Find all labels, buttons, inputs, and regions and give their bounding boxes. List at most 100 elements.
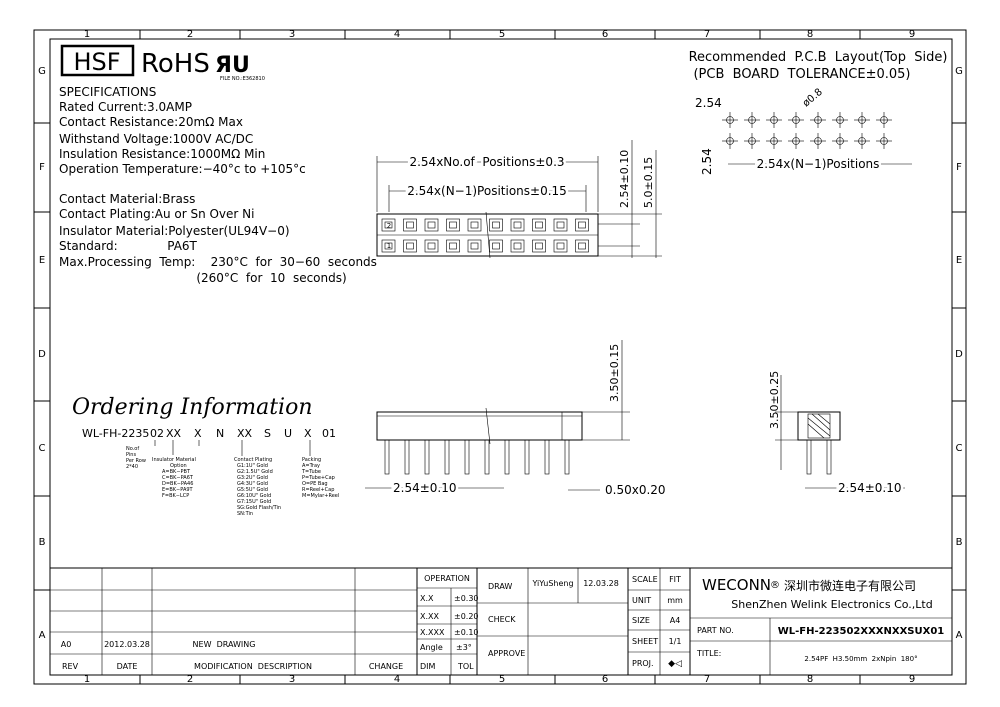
contact-cell-inner xyxy=(384,242,393,250)
contact-cell xyxy=(575,218,589,232)
contact-cell xyxy=(553,218,568,232)
col-label: 6 xyxy=(602,29,608,40)
col-label: 1 xyxy=(84,674,90,685)
svg-text:G6:10U" Gold: G6:10U" Gold xyxy=(237,493,271,499)
contact-cell-inner xyxy=(556,242,565,250)
svg-text:C=BK−PA6T: C=BK−PA6T xyxy=(162,475,194,481)
contact-cell xyxy=(424,218,439,232)
outer-border xyxy=(33,29,967,685)
front-pin xyxy=(464,439,470,475)
column-zones: 1 2 3 4 5 6 7 8 9 1 2 3 4 5 6 7 8 9 xyxy=(84,29,915,685)
contact-cell xyxy=(532,218,546,232)
tol-dim: Angle xyxy=(420,643,443,652)
row-zones: G F E D C B A G F E D C B A xyxy=(34,66,966,641)
hsf-logo: HSF xyxy=(73,48,120,76)
row-label: E xyxy=(39,255,45,266)
spec-line: Standard: PA6T xyxy=(59,239,198,253)
contact-cell-inner xyxy=(492,242,500,250)
company-logo: WECONN xyxy=(702,576,771,594)
contact-cell xyxy=(446,218,460,232)
svg-text:O=PE Bag: O=PE Bag xyxy=(302,481,328,487)
scale-label: SCALE xyxy=(632,575,658,584)
svg-text:Packing: Packing xyxy=(302,457,321,463)
svg-text:G5:5U" Gold: G5:5U" Gold xyxy=(237,487,268,493)
contact-cell-inner xyxy=(449,221,457,229)
tol-val: ±0.30 xyxy=(454,594,479,603)
desc-value: NEW DRAWING xyxy=(193,640,256,649)
front-pin xyxy=(444,439,450,475)
contact-cell-inner xyxy=(535,221,543,229)
code-part: WL-FH-2235 xyxy=(82,427,149,440)
col-label: 2 xyxy=(187,674,193,685)
col-label: 9 xyxy=(909,29,915,40)
svg-text:No.of: No.of xyxy=(126,446,139,452)
row-label: B xyxy=(39,537,46,548)
code-part: 02 xyxy=(150,427,164,440)
ul-file-no: FILE NO.:E362810 xyxy=(220,76,265,82)
front-pin xyxy=(524,439,530,475)
scale-value: FIT xyxy=(669,575,681,584)
row-label: B xyxy=(956,537,963,548)
svg-text:R=Reel+Cap: R=Reel+Cap xyxy=(302,487,334,493)
pcb-title: Recommended P.C.B Layout(Top Side) xyxy=(689,50,948,65)
svg-text:G2:1.5U" Gold: G2:1.5U" Gold xyxy=(237,469,273,475)
col-label: 4 xyxy=(394,29,400,40)
drawer-name: YiYuSheng xyxy=(531,579,573,588)
row-label: G xyxy=(955,66,963,77)
col-label: 6 xyxy=(602,674,608,685)
col-label: 9 xyxy=(909,674,915,685)
tol-dim: X.X xyxy=(420,594,434,603)
tol-dim: X.XXX xyxy=(420,628,445,637)
contact-cell-inner xyxy=(406,242,414,250)
check-label: CHECK xyxy=(488,615,516,624)
front-view-pins xyxy=(384,439,570,475)
contact-cell xyxy=(532,239,546,253)
projection-icon: ◆◁ xyxy=(668,659,682,669)
side-view-body xyxy=(797,411,841,441)
pcb-layout: Recommended P.C.B Layout(Top Side) (PCB … xyxy=(689,50,948,175)
svg-text:Per Row: Per Row xyxy=(126,458,146,464)
code-part: N xyxy=(216,427,224,440)
rev-header: REV xyxy=(62,662,79,671)
row-label: F xyxy=(39,162,45,173)
top-view-cells xyxy=(381,218,589,253)
spec-line: Operation Temperature:−40°c to +105°c xyxy=(59,162,306,176)
front-pin xyxy=(404,439,410,475)
row-label: F xyxy=(956,162,962,173)
front-pin xyxy=(504,439,510,475)
compliance-logos: HSF RoHS ЯU FILE NO.:E362810 xyxy=(60,44,265,82)
contact-cell xyxy=(381,239,396,253)
size-value: A4 xyxy=(670,616,681,625)
positions-note: No.of Pins Per Row 2*40 xyxy=(126,446,146,470)
rev-value: A0 xyxy=(61,640,72,649)
svg-text:G7:15U" Gold: G7:15U" Gold xyxy=(237,499,271,505)
contact-cell xyxy=(403,218,417,232)
front-pitch: 2.54±0.10 xyxy=(393,481,457,495)
spec-line: Contact Material:Brass xyxy=(59,192,195,206)
front-height: 3.50±0.15 xyxy=(608,344,621,402)
tol-val: TOL xyxy=(457,662,474,671)
side-pitch: 2.54±0.10 xyxy=(838,481,902,495)
svg-text:P=Tube+Cap: P=Tube+Cap xyxy=(302,475,335,481)
contact-cell-inner xyxy=(578,242,586,250)
contact-cell xyxy=(381,218,396,232)
size-label: SIZE xyxy=(632,616,650,625)
front-pin xyxy=(424,439,430,475)
row-label: A xyxy=(956,630,963,641)
col-label: 3 xyxy=(289,674,295,685)
svg-text:F=BK−LCP: F=BK−LCP xyxy=(162,493,189,499)
title-block: REV DATE MODIFICATION DESCRIPTION CHANGE… xyxy=(49,567,953,676)
title-value: 2.54PF H3.50mm 2xNpin 180° xyxy=(804,655,917,663)
contact-cell xyxy=(446,239,460,253)
svg-text:T=Tube: T=Tube xyxy=(301,469,321,475)
svg-text:M=Mylar+Reel: M=Mylar+Reel xyxy=(302,493,339,499)
dim-n1-length: 2.54x(N−1)Positions±0.15 xyxy=(407,184,567,198)
spec-line: Withstand Voltage:1000V AC/DC xyxy=(59,132,253,146)
tol-val: ±3° xyxy=(456,643,472,652)
front-pin xyxy=(384,439,390,475)
contact-cell-inner xyxy=(492,221,500,229)
ordering-title: Ordering Information xyxy=(72,395,313,420)
front-view: 3.50±0.15 2.54±0.10 0.50x0.20 xyxy=(365,340,666,498)
insulator-note: Insulator Material Option A=BK−PBT C=BK−… xyxy=(152,457,196,499)
contact-cell-inner xyxy=(513,221,522,229)
